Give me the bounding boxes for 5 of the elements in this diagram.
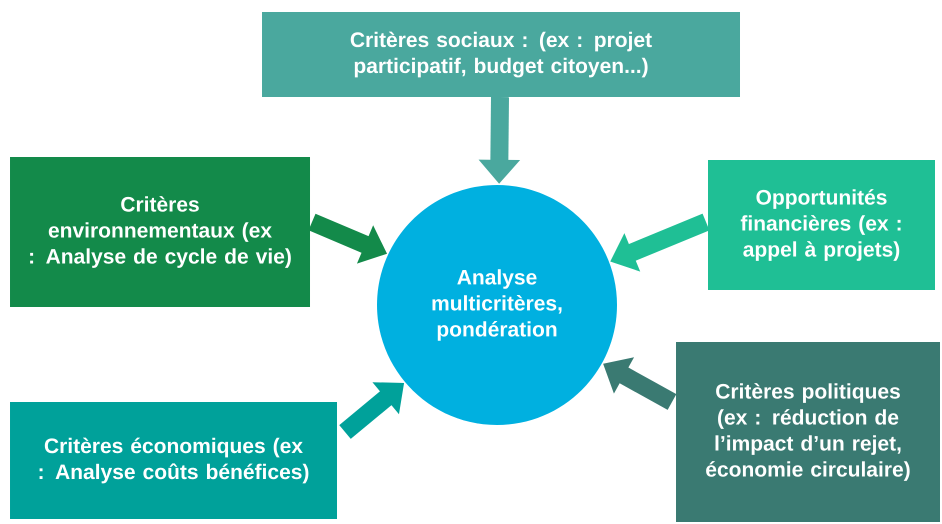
criteria-box: Opportunités financières (ex : appel à projets) (708, 160, 935, 290)
criteria-box: Critères économiques (ex : Analyse coûts bénéfices) (10, 402, 337, 519)
criteria-box: Critères environnementaux (ex : Analyse de cycle de vie) (10, 157, 310, 307)
criteria-box: Critères politiques (ex : réduction de l’impact d’un rejet, économie circulaire) (676, 342, 940, 522)
criteria-box: Critères sociaux : (ex : projet participatif, budget citoyen...) (262, 12, 740, 97)
